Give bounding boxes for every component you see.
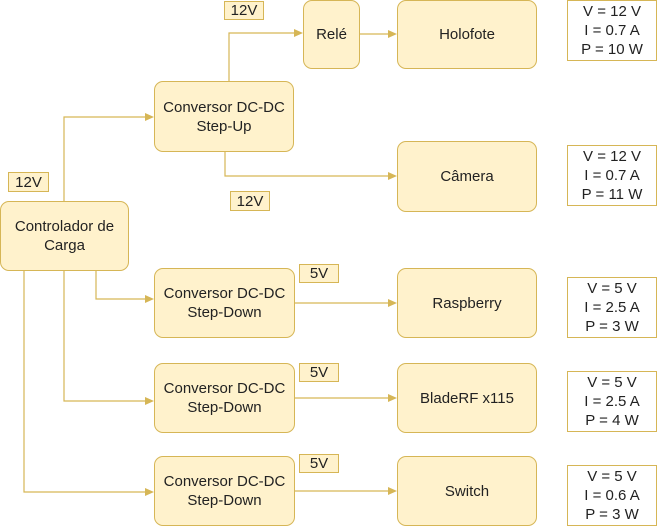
node-bladerf[interactable]: BladeRF x115 — [397, 363, 537, 433]
spec-current: I = 0.6 A — [584, 487, 640, 504]
edge-controlador-stepdown1 — [95, 271, 146, 300]
edge-controlador-stepup — [63, 116, 146, 201]
voltage-tag-controlador: 12V — [8, 172, 49, 192]
node-label: Switch — [444, 482, 490, 500]
node-label: Step-Down — [187, 399, 262, 416]
arrowhead — [388, 30, 397, 38]
spec-camera: V = 12 V I = 0.7 A P = 11 W — [567, 145, 657, 206]
node-raspberry[interactable]: Raspberry — [397, 268, 537, 338]
node-label: BladeRF x115 — [420, 389, 514, 407]
node-label: Step-Up — [196, 117, 252, 135]
spec-holofote: V = 12 V I = 0.7 A P = 10 W — [567, 0, 657, 61]
voltage-tag-raspberry: 5V — [299, 264, 339, 283]
node-label: Controlador de — [14, 218, 115, 235]
spec-current: I = 0.7 A — [584, 167, 640, 184]
arrowhead — [388, 487, 397, 495]
edge-stepup-camera — [224, 152, 389, 177]
voltage-tag-bladerf: 5V — [299, 363, 339, 382]
spec-power: P = 3 W — [585, 506, 639, 523]
node-conversor-step-down-3[interactable]: Conversor DC-DC Step-Down — [154, 456, 295, 526]
spec-power: P = 4 W — [585, 412, 639, 429]
node-rele[interactable]: Relé — [303, 0, 360, 69]
spec-voltage: V = 5 V — [587, 280, 637, 297]
spec-voltage: V = 5 V — [587, 374, 637, 391]
arrowhead — [145, 113, 154, 121]
edge-stepup-rele — [228, 32, 295, 81]
node-switch[interactable]: Switch — [397, 456, 537, 526]
node-label: Step-Down — [187, 304, 262, 321]
voltage-tag-camera: 12V — [230, 191, 270, 211]
spec-current: I = 2.5 A — [584, 299, 640, 316]
node-label: Conversor DC-DC — [163, 98, 285, 116]
spec-voltage: V = 12 V — [583, 148, 641, 165]
spec-voltage: V = 12 V — [583, 3, 641, 20]
node-holofote[interactable]: Holofote — [397, 0, 537, 69]
node-label: Conversor DC-DC — [163, 473, 286, 490]
edge-controlador-stepdown2 — [63, 271, 146, 402]
spec-power: P = 3 W — [585, 318, 639, 335]
spec-switch: V = 5 V I = 0.6 A P = 3 W — [567, 465, 657, 526]
spec-current: I = 0.7 A — [584, 22, 640, 39]
node-label: Conversor DC-DC — [163, 380, 286, 397]
node-conversor-step-down-1[interactable]: Conversor DC-DC Step-Down — [154, 268, 295, 338]
node-label: Relé — [316, 26, 347, 43]
arrowhead — [388, 394, 397, 402]
spec-raspberry: V = 5 V I = 2.5 A P = 3 W — [567, 277, 657, 338]
node-label: Carga — [44, 237, 85, 254]
arrowhead — [145, 397, 154, 405]
node-label: Câmera — [440, 168, 494, 185]
node-label: Raspberry — [432, 294, 502, 312]
spec-power: P = 11 W — [581, 186, 643, 203]
spec-voltage: V = 5 V — [587, 468, 637, 485]
node-label: Step-Down — [187, 492, 262, 509]
node-label: Conversor DC-DC — [163, 285, 286, 302]
spec-power: P = 10 W — [581, 41, 643, 58]
node-conversor-step-down-2[interactable]: Conversor DC-DC Step-Down — [154, 363, 295, 433]
spec-current: I = 2.5 A — [584, 393, 640, 410]
arrowhead — [388, 172, 397, 180]
edge-controlador-stepdown3 — [23, 271, 146, 493]
voltage-tag-rele: 12V — [224, 1, 264, 20]
arrowhead — [388, 299, 397, 307]
node-conversor-step-up[interactable]: Conversor DC-DC Step-Up — [154, 81, 294, 152]
node-camera[interactable]: Câmera — [397, 141, 537, 212]
node-label: Holofote — [439, 26, 495, 43]
voltage-tag-switch: 5V — [299, 454, 339, 473]
arrowhead — [294, 29, 303, 37]
node-controlador-de-carga[interactable]: Controlador de Carga — [0, 201, 129, 271]
arrowhead — [145, 295, 154, 303]
spec-bladerf: V = 5 V I = 2.5 A P = 4 W — [567, 371, 657, 432]
arrowhead — [145, 488, 154, 496]
